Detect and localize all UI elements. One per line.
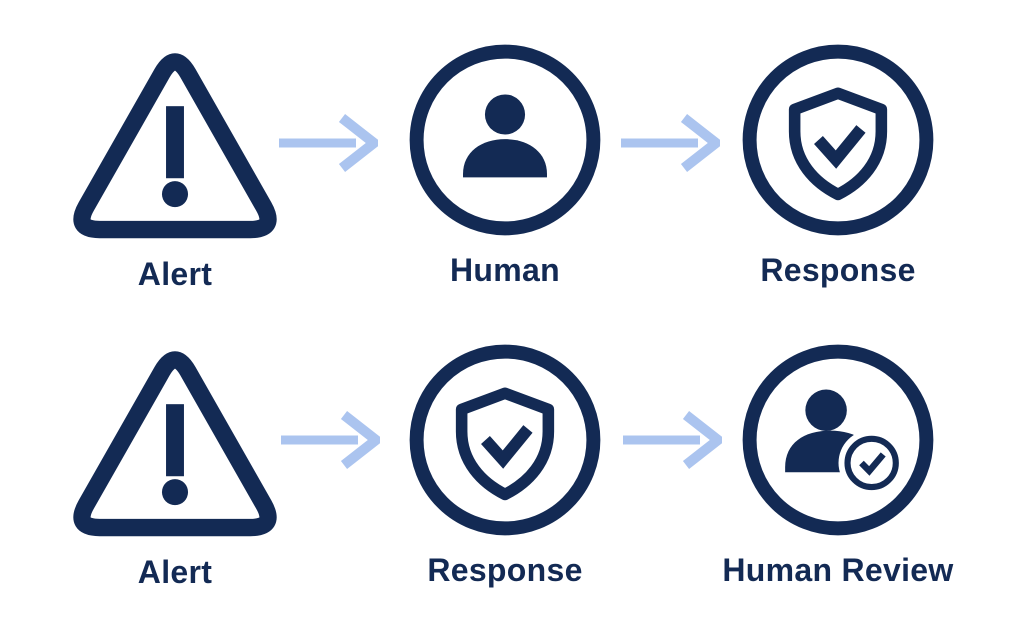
node-human-row1: Human bbox=[355, 38, 655, 286]
node-label: Alert bbox=[137, 256, 213, 292]
shield-check-icon bbox=[742, 44, 934, 236]
node-alert-row2: Alert bbox=[25, 336, 325, 588]
node-human-review-row2: Human Review bbox=[688, 338, 988, 586]
shield-check-icon bbox=[409, 344, 601, 536]
node-response-row2: Response bbox=[355, 338, 655, 586]
node-response-row1: Response bbox=[688, 38, 988, 286]
arrow-right-icon bbox=[281, 411, 380, 469]
node-label: Response bbox=[760, 252, 916, 288]
human-icon bbox=[409, 44, 601, 236]
human-review-icon bbox=[742, 344, 934, 536]
arrow-right-icon bbox=[623, 411, 722, 469]
node-label: Response bbox=[427, 552, 583, 588]
node-label: Human bbox=[450, 252, 560, 288]
node-label: Human Review bbox=[722, 552, 954, 588]
warning-triangle-icon bbox=[73, 53, 277, 239]
arrow-right-icon bbox=[621, 114, 720, 172]
node-label: Alert bbox=[137, 554, 213, 590]
warning-triangle-icon bbox=[73, 351, 277, 537]
node-alert-row1: Alert bbox=[25, 38, 325, 290]
arrow-right-icon bbox=[279, 114, 378, 172]
